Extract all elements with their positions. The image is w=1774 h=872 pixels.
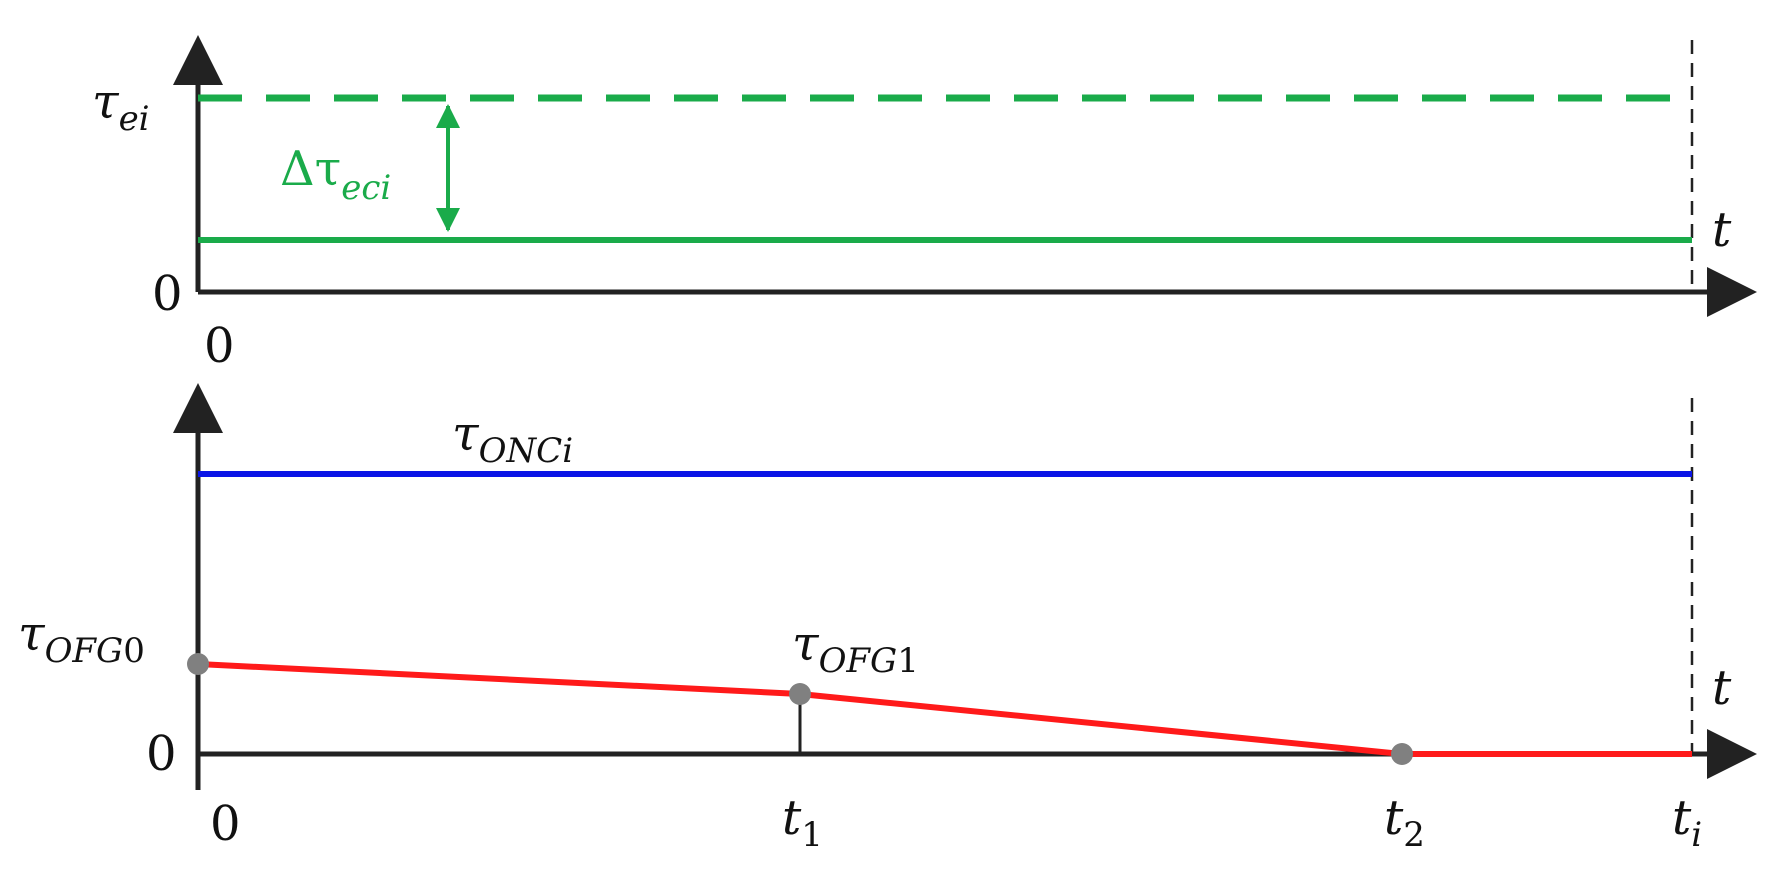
bottom-panel: τONCi τOFG0 τOFG1 t 0 0 t1 t2 ti — [18, 383, 1757, 855]
bottom-x-axis-label: t — [1712, 660, 1732, 716]
t2-label: t2 — [1384, 790, 1425, 855]
top-origin-y-label: 0 — [152, 266, 183, 322]
t2-point — [1391, 743, 1413, 765]
top-panel: τei Δτeci t 0 0 — [92, 35, 1757, 374]
tau-ofg0-label: τOFG0 — [18, 606, 145, 671]
top-y-axis-label: τei — [92, 74, 150, 139]
bottom-origin-y-label: 0 — [146, 726, 177, 782]
tau-ofg1-label: τOFG1 — [792, 616, 919, 681]
tau-ofg-line — [197, 661, 1692, 757]
ofg1-point — [789, 683, 811, 705]
delta-tau-label: Δτeci — [280, 141, 391, 208]
bottom-origin-x-label: 0 — [210, 796, 241, 852]
ofg0-point — [187, 653, 209, 675]
ti-label: ti — [1672, 790, 1702, 855]
top-origin-x-label: 0 — [204, 318, 235, 374]
t1-label: t1 — [782, 790, 823, 855]
top-x-axis-label: t — [1712, 202, 1732, 258]
tau-onc-label: τONCi — [452, 406, 573, 471]
